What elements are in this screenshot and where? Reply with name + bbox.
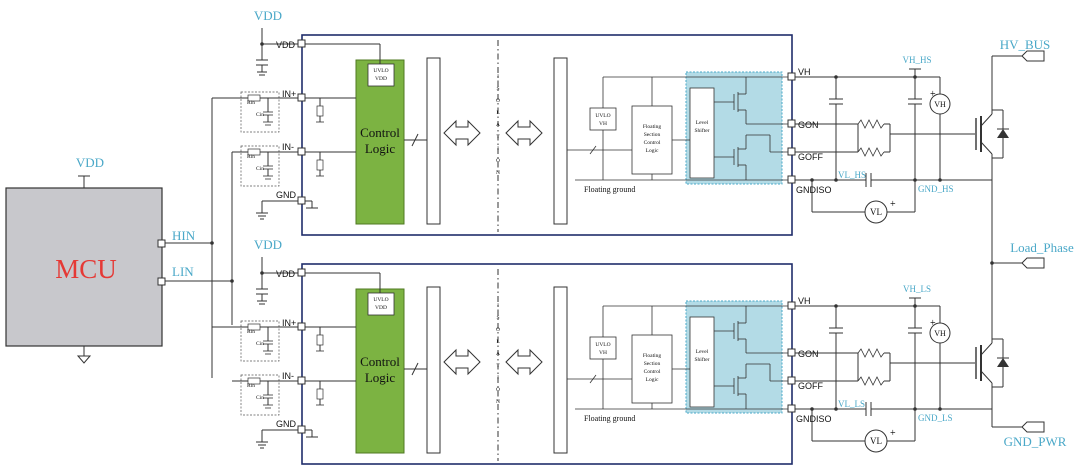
uvlo-vh-label: UVLO bbox=[595, 113, 610, 119]
vl-meter-label: VL bbox=[870, 436, 882, 446]
fscl-label: Floating bbox=[643, 124, 662, 130]
mcu-label: MCU bbox=[55, 254, 117, 284]
pin-gnd-label: GND bbox=[276, 190, 297, 200]
cin-label: Cin bbox=[256, 166, 264, 172]
uvlo-vh-label: VH bbox=[599, 350, 607, 356]
gnd-pwr-label: GND_PWR bbox=[1004, 434, 1067, 449]
hv-bus-label: HV_BUS bbox=[1000, 37, 1051, 52]
uvlo-vdd-label: VDD bbox=[375, 305, 387, 311]
isolation-letter: A bbox=[496, 351, 500, 357]
pin-in-minus-label: IN- bbox=[282, 371, 294, 381]
plus-sign: + bbox=[930, 318, 936, 329]
plus-sign: + bbox=[890, 428, 896, 439]
pin-in-minus-label: IN- bbox=[282, 142, 294, 152]
vdd-top-label: VDD bbox=[254, 237, 282, 252]
mcu-vdd-label: VDD bbox=[76, 155, 104, 170]
level-shifter-label: Shifter bbox=[695, 356, 710, 363]
cin-label: Cin bbox=[256, 341, 264, 347]
level-shifter-label: Shifter bbox=[695, 127, 710, 134]
pin-gon-label: GON bbox=[798, 349, 819, 359]
pin-goff-label: GOFF bbox=[798, 152, 823, 162]
fscl-label: Section bbox=[644, 132, 661, 138]
pin-gnd-label: GND bbox=[276, 419, 297, 429]
channel-low-side-labels: VDDVDDIN+IN-GNDRinCinRinCinUVLOVDDContro… bbox=[247, 237, 953, 446]
floating-ground-label: Floating ground bbox=[584, 185, 635, 194]
rin-label: Rin bbox=[247, 100, 255, 106]
vh-meter-label: VH bbox=[934, 100, 946, 109]
isolation-letter: I bbox=[497, 74, 499, 80]
pin-in-plus-label: IN+ bbox=[282, 318, 296, 328]
pin-gon-label: GON bbox=[798, 120, 819, 130]
control-logic-label: Logic bbox=[365, 370, 396, 385]
level-shifter-label: Level bbox=[696, 120, 709, 126]
pin-vh-label: VH bbox=[798, 67, 811, 77]
isolation-letter: I bbox=[497, 375, 499, 381]
lin-label: LIN bbox=[172, 264, 194, 279]
pin-goff-label: GOFF bbox=[798, 381, 823, 391]
isolation-letter: O bbox=[496, 387, 500, 393]
plus-sign: + bbox=[890, 199, 896, 210]
isolation-letter: O bbox=[496, 327, 500, 333]
vl-supply-label: VL_HS bbox=[838, 170, 866, 180]
fscl-label: Floating bbox=[643, 353, 662, 359]
cin-label: Cin bbox=[256, 395, 264, 401]
rin-label: Rin bbox=[247, 383, 255, 389]
plus-sign: + bbox=[930, 89, 936, 100]
isolation-letter: L bbox=[496, 339, 500, 345]
uvlo-vh-label: VH bbox=[599, 121, 607, 127]
vh-supply-label: VH_LS bbox=[903, 284, 931, 294]
level-shifter-label: Level bbox=[696, 349, 709, 355]
uvlo-vdd-label: UVLO bbox=[373, 68, 388, 74]
isolation-letter: I bbox=[497, 146, 499, 152]
fscl-label: Control bbox=[644, 369, 661, 375]
isolation-letter: S bbox=[496, 315, 499, 321]
pin-vdd-label: VDD bbox=[276, 40, 296, 50]
gnd-label: GND_HS bbox=[918, 184, 954, 194]
vl-supply-label: VL_LS bbox=[838, 399, 865, 409]
pin-vdd-label: VDD bbox=[276, 269, 296, 279]
pin-vh-label: VH bbox=[798, 296, 811, 306]
vh-supply-label: VH_HS bbox=[902, 55, 931, 65]
isolation-letter: L bbox=[496, 110, 500, 116]
cin-label: Cin bbox=[256, 112, 264, 118]
uvlo-vdd-label: VDD bbox=[375, 76, 387, 82]
hin-label: HIN bbox=[172, 228, 196, 243]
isolation-letter: O bbox=[496, 158, 500, 164]
fscl-label: Logic bbox=[646, 148, 659, 154]
rin-label: Rin bbox=[247, 329, 255, 335]
uvlo-vh-label: UVLO bbox=[595, 342, 610, 348]
isolation-letter: N bbox=[496, 170, 500, 176]
pin-gndiso-label: GNDISO bbox=[796, 414, 832, 424]
isolation-letter: N bbox=[496, 399, 500, 405]
isolation-letter: T bbox=[496, 134, 500, 140]
control-logic-label: Control bbox=[360, 125, 400, 140]
control-logic-label: Control bbox=[360, 354, 400, 369]
fscl-label: Logic bbox=[646, 377, 659, 383]
fscl-label: Section bbox=[644, 361, 661, 367]
gnd-label: GND_LS bbox=[918, 413, 953, 423]
pin-in-plus-label: IN+ bbox=[282, 89, 296, 99]
vl-meter-label: VL bbox=[870, 207, 882, 217]
vdd-top-label: VDD bbox=[254, 8, 282, 23]
uvlo-vdd-label: UVLO bbox=[373, 297, 388, 303]
isolation-letter: T bbox=[496, 363, 500, 369]
pin-gndiso-label: GNDISO bbox=[796, 185, 832, 195]
control-logic-label: Logic bbox=[365, 141, 396, 156]
floating-ground-label: Floating ground bbox=[584, 414, 635, 423]
load-phase-label: Load_Phase bbox=[1010, 240, 1074, 255]
vh-meter-label: VH bbox=[934, 329, 946, 338]
fscl-label: Control bbox=[644, 140, 661, 146]
isolation-letter: S bbox=[496, 86, 499, 92]
isolation-letter: O bbox=[496, 98, 500, 104]
channel-high-side-labels: VDDVDDIN+IN-GNDRinCinRinCinUVLOVDDContro… bbox=[247, 8, 954, 217]
isolation-letter: A bbox=[496, 122, 500, 128]
isolation-letter: I bbox=[497, 303, 499, 309]
rin-label: Rin bbox=[247, 154, 255, 160]
mcu-block bbox=[5, 187, 163, 347]
